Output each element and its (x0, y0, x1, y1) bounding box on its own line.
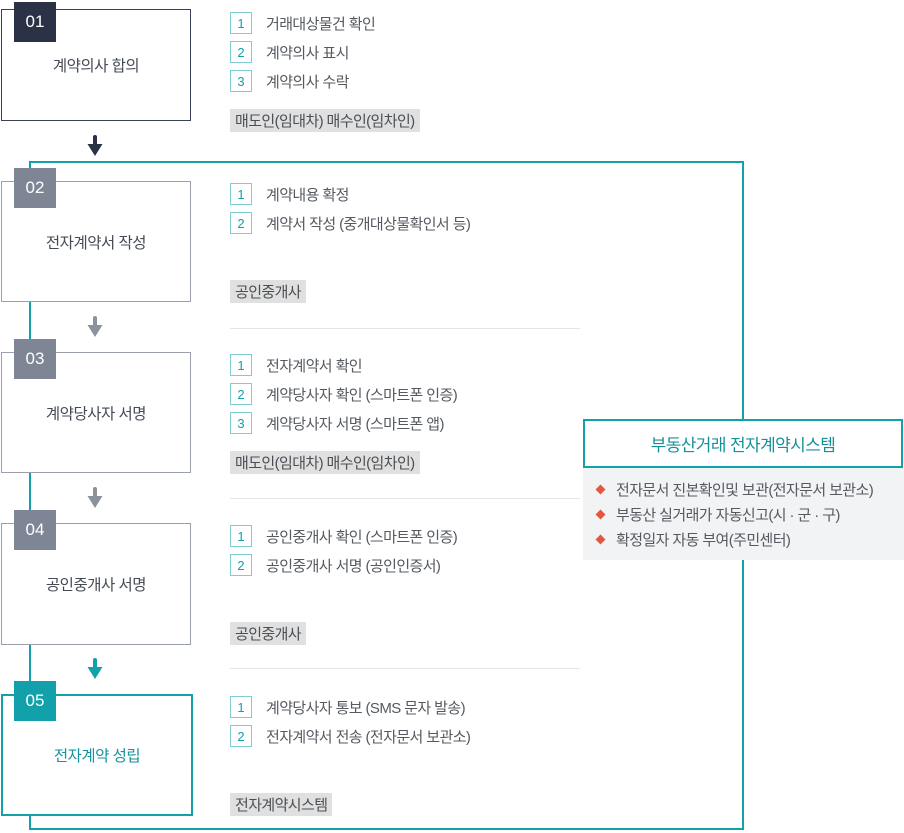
item-number-chip: 2 (230, 725, 252, 747)
down-arrow-icon (87, 487, 103, 508)
step-title-03: 계약당사자 서명 (45, 405, 147, 423)
item-text: 거래대상물건 확인 (266, 15, 376, 33)
step-items-05: 1 계약당사자 통보 (SMS 문자 발송) 2 전자계약서 전송 (전자문서 … (230, 696, 582, 747)
item-text: 계약의사 표시 (266, 44, 349, 62)
item-number-chip: 3 (230, 412, 252, 434)
item-number-chip: 3 (230, 70, 252, 92)
step-item: 3 계약당사자 서명 (스마트폰 앱) (230, 412, 582, 434)
item-number-chip: 1 (230, 183, 252, 205)
down-arrow-icon (87, 135, 103, 156)
item-text: 계약내용 확정 (266, 186, 349, 204)
item-number-chip: 1 (230, 354, 252, 376)
step-item: 1 전자계약서 확인 (230, 354, 582, 376)
divider (230, 498, 580, 499)
feature-item: 전자문서 진본확인및 보관(전자문서 보관소) (595, 481, 904, 499)
connector-top-line (30, 161, 743, 163)
step-items-03: 1 전자계약서 확인 2 계약당사자 확인 (스마트폰 인증) 3 계약당사자 … (230, 354, 582, 434)
step-badge-04: 04 (14, 510, 56, 550)
connector-right-line-lower (742, 560, 744, 830)
diamond-bullet-icon (595, 484, 606, 495)
step-items-04: 1 공인중개사 확인 (스마트폰 인증) 2 공인중개사 서명 (공인인증서) (230, 525, 582, 576)
step-title-02: 전자계약서 작성 (45, 234, 147, 252)
item-text: 공인중개사 서명 (공인인증서) (266, 557, 441, 575)
item-text: 계약서 작성 (중개대상물확인서 등) (266, 215, 471, 233)
item-number-chip: 1 (230, 696, 252, 718)
connector-left-line (29, 161, 31, 830)
step-item: 1 계약당사자 통보 (SMS 문자 발송) (230, 696, 582, 718)
actor-label-04: 공인중개사 (230, 622, 307, 645)
step-item: 1 거래대상물건 확인 (230, 12, 582, 34)
step-badge-03: 03 (14, 339, 56, 379)
actor-label-05: 전자계약시스템 (230, 793, 333, 816)
step-item: 1 계약내용 확정 (230, 183, 582, 205)
feature-item: 부동산 실거래가 자동신고(시 · 군 · 구) (595, 506, 904, 524)
actor-label-03: 매도인(임대차) 매수인(임차인) (230, 451, 420, 474)
step-item: 2 계약의사 표시 (230, 41, 582, 63)
actor-label-01: 매도인(임대차) 매수인(임차인) (230, 109, 420, 132)
diamond-bullet-icon (595, 534, 606, 545)
actor-label-02: 공인중개사 (230, 280, 307, 303)
item-text: 계약의사 수락 (266, 73, 349, 91)
item-text: 계약당사자 서명 (스마트폰 앱) (266, 415, 445, 433)
item-text: 계약당사자 확인 (스마트폰 인증) (266, 386, 458, 404)
divider (230, 668, 580, 669)
item-number-chip: 1 (230, 525, 252, 547)
connector-right-line-upper (742, 161, 744, 419)
step-items-02: 1 계약내용 확정 2 계약서 작성 (중개대상물확인서 등) (230, 183, 582, 234)
item-number-chip: 2 (230, 383, 252, 405)
system-panel-title: 부동산거래 전자계약시스템 (650, 436, 836, 455)
step-badge-05: 05 (14, 681, 56, 721)
item-text: 전자계약서 전송 (전자문서 보관소) (266, 728, 471, 746)
feature-text: 확정일자 자동 부여(주민센터) (616, 532, 791, 549)
step-title-05: 전자계약 성립 (53, 748, 141, 765)
item-text: 전자계약서 확인 (266, 357, 363, 375)
step-item: 2 계약서 작성 (중개대상물확인서 등) (230, 212, 582, 234)
step-item: 1 공인중개사 확인 (스마트폰 인증) (230, 525, 582, 547)
connector-bottom-line (29, 828, 744, 830)
step-item: 2 전자계약서 전송 (전자문서 보관소) (230, 725, 582, 747)
step-item: 2 공인중개사 서명 (공인인증서) (230, 554, 582, 576)
item-text: 계약당사자 통보 (SMS 문자 발송) (266, 699, 466, 717)
step-badge-01: 01 (14, 2, 56, 42)
item-text: 공인중개사 확인 (스마트폰 인증) (266, 528, 458, 546)
system-panel-title-box: 부동산거래 전자계약시스템 (583, 419, 903, 468)
item-number-chip: 2 (230, 554, 252, 576)
feature-item: 확정일자 자동 부여(주민센터) (595, 531, 904, 549)
item-number-chip: 2 (230, 41, 252, 63)
down-arrow-icon (87, 316, 103, 337)
step-box-04: 공인중개사 서명 (1, 523, 191, 645)
step-item: 3 계약의사 수락 (230, 70, 582, 92)
feature-text: 전자문서 진본확인및 보관(전자문서 보관소) (616, 482, 874, 499)
step-badge-02: 02 (14, 168, 56, 208)
step-title-01: 계약의사 합의 (52, 58, 140, 75)
feature-text: 부동산 실거래가 자동신고(시 · 군 · 구) (616, 507, 840, 524)
system-panel-features: 전자문서 진본확인및 보관(전자문서 보관소) 부동산 실거래가 자동신고(시 … (583, 468, 904, 560)
step-title-04: 공인중개사 서명 (45, 577, 147, 594)
item-number-chip: 1 (230, 12, 252, 34)
item-number-chip: 2 (230, 212, 252, 234)
down-arrow-icon (87, 658, 103, 679)
diamond-bullet-icon (595, 509, 606, 520)
step-item: 2 계약당사자 확인 (스마트폰 인증) (230, 383, 582, 405)
divider (230, 328, 580, 329)
step-items-01: 1 거래대상물건 확인 2 계약의사 표시 3 계약의사 수락 (230, 12, 582, 92)
